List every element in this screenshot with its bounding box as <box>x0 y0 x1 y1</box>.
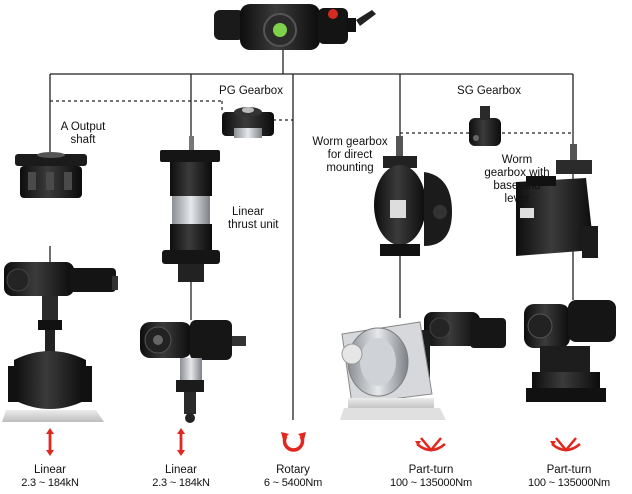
rotary-arrow-icon <box>281 432 306 452</box>
linear-actuator-center-image <box>140 320 246 423</box>
part-turn-valve-actuator-image <box>340 312 506 420</box>
part-turn-actuator-base-image <box>524 300 616 402</box>
worm-gearbox-base-label: Worm gearbox with base and lever <box>484 154 550 205</box>
caption-linear-left: Linear 2.3 ~ 184kN <box>21 464 79 489</box>
linear-valve-actuator-left-image <box>2 262 118 422</box>
pg-gearbox-label: PG Gearbox <box>219 85 283 97</box>
sg-gearbox-image <box>469 106 501 146</box>
worm-gearbox-direct-label: Worm gearbox for direct mounting <box>312 136 388 174</box>
main-actuator-image <box>214 4 376 50</box>
worm-gearbox-direct-image <box>374 136 452 256</box>
sg-gearbox-label: SG Gearbox <box>457 85 521 97</box>
connector-lines <box>49 50 574 420</box>
double-arrow-vertical-icon <box>46 428 54 456</box>
linear-thrust-unit-label: Linear thrust unit <box>228 206 279 231</box>
caption-part-turn-right: Part-turn 100 ~ 135000Nm <box>528 464 610 489</box>
a-output-shaft-label: A Output shaft <box>60 121 106 146</box>
caption-rotary: Rotary 6 ~ 5400Nm <box>263 464 323 489</box>
a-output-shaft-image <box>15 152 87 198</box>
part-turn-arc-icon <box>415 437 446 452</box>
pg-gearbox-image <box>222 107 274 138</box>
double-arrow-vertical-icon <box>177 428 185 456</box>
worm-gearbox-base-image <box>516 144 598 258</box>
linear-thrust-unit-image <box>160 136 220 282</box>
caption-linear-center: Linear 2.3 ~ 184kN <box>152 464 210 489</box>
part-turn-arc-icon <box>550 437 581 452</box>
caption-part-turn-center: Part-turn 100 ~ 135000Nm <box>390 464 472 489</box>
